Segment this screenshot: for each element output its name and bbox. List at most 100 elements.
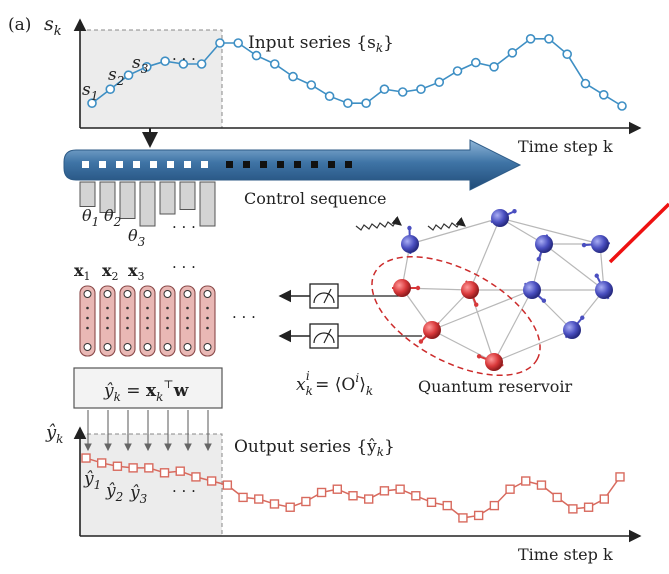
input-series-point — [470, 57, 481, 68]
output-x-label: Time step k — [518, 545, 613, 564]
output-series-point — [583, 502, 594, 512]
reservoir-nodes — [392, 209, 613, 371]
reservoir-edge — [493, 329, 573, 363]
output-series-point — [97, 458, 107, 468]
input-series-point — [416, 84, 426, 94]
quantum-reservoir: Quantum reservoir — [355, 209, 613, 396]
output-series-point — [426, 497, 437, 508]
control-dot-active — [82, 161, 89, 168]
output-point-label-1: ŷ1 — [83, 469, 101, 492]
output-series-point — [301, 496, 311, 507]
input-series-point — [196, 59, 207, 69]
output-series-point — [348, 491, 358, 501]
input-series-point — [160, 56, 170, 67]
control-bar — [159, 181, 176, 215]
feature-vector-column — [119, 285, 136, 357]
input-series-point — [379, 84, 390, 94]
theta-label-3: θ3 — [128, 226, 146, 249]
input-series-point — [361, 98, 371, 108]
output-series-point — [175, 466, 185, 476]
output-point-label-3: ŷ3 — [129, 483, 148, 506]
output-series-point — [458, 513, 468, 523]
input-series-point — [397, 87, 408, 97]
output-series-point — [206, 476, 217, 486]
qubit-red — [418, 321, 441, 344]
input-series-point — [306, 80, 317, 90]
output-series-title: Output series {ŷk} — [234, 437, 395, 459]
measurement-2 — [278, 323, 422, 349]
output-series-point — [144, 463, 154, 473]
output-series-point — [568, 504, 578, 514]
control-bar — [199, 181, 216, 227]
control-dot-pending — [226, 161, 233, 168]
control-dot-active — [116, 161, 123, 168]
reservoir-edge — [493, 289, 533, 363]
feature-vector-column — [199, 285, 216, 357]
output-chart: ŷk Output series {ŷk} Time step k ŷ1 ŷ2 … — [45, 410, 642, 564]
theta-label-1: θ1 — [82, 206, 99, 229]
input-y-label: sk — [44, 13, 62, 39]
qubit-blue — [523, 281, 547, 303]
input-series-point — [434, 77, 445, 87]
control-dot-pending — [260, 161, 267, 168]
output-series-point — [222, 480, 233, 490]
output-series-point — [536, 480, 547, 490]
output-series-point — [285, 502, 295, 512]
input-series-point — [178, 59, 189, 69]
feature-vector-column — [159, 285, 176, 357]
output-series-point — [489, 500, 500, 511]
input-series — [87, 33, 627, 111]
measure-ellipsis: · · · — [232, 308, 256, 326]
output-series-point — [505, 484, 515, 494]
feature-vectors — [79, 285, 216, 357]
input-series-point — [562, 49, 572, 60]
reservoir-label: Quantum reservoir — [418, 377, 572, 396]
control-label: Control sequence — [244, 189, 387, 208]
vector-label-2: x2 — [102, 261, 119, 283]
control-dot-active — [201, 161, 208, 168]
input-series-point — [507, 47, 518, 58]
reservoir-edge — [469, 289, 495, 363]
reservoir-edge — [543, 243, 605, 291]
readout-region — [371, 255, 541, 377]
input-point-label-1: s1 — [82, 80, 98, 103]
output-series-point — [191, 472, 201, 482]
output-series-point — [521, 476, 531, 486]
control-dot-pending — [345, 161, 352, 168]
drive-wave-2 — [427, 217, 466, 231]
red-pointer-line — [608, 202, 669, 264]
control-bars — [79, 181, 216, 227]
output-series-point — [395, 484, 405, 494]
qubit-blue — [490, 209, 517, 227]
qubit-red — [461, 280, 479, 307]
qubit-blue — [594, 273, 613, 300]
equation: ŷk = xk⊤w — [103, 378, 189, 404]
control-arrow-body — [63, 139, 522, 191]
output-point-label-2: ŷ2 — [105, 481, 123, 504]
output-series-point — [332, 484, 342, 494]
vector-label-1: x1 — [74, 261, 91, 283]
input-series-point — [580, 78, 591, 89]
control-ellipsis: · · · — [172, 218, 196, 236]
control-dot-pending — [243, 161, 250, 168]
input-series-point — [288, 71, 298, 82]
output-series-point — [159, 468, 170, 478]
input-series-point — [525, 33, 536, 44]
input-series-point — [215, 38, 225, 48]
output-series-point — [112, 461, 123, 471]
measurement-1 — [278, 283, 402, 309]
input-series-point — [343, 98, 353, 108]
control-dot-active — [167, 161, 174, 168]
output-window-box — [79, 433, 223, 537]
output-ellipsis: · · · — [172, 482, 196, 500]
equation-box — [73, 367, 223, 409]
qubit-red — [392, 279, 421, 297]
control-bar — [139, 181, 156, 227]
control-bar — [119, 181, 136, 219]
readout: x1 x2 x3 · · · ŷk = xk⊤w · · · xki = ⟨Oi… — [73, 258, 422, 409]
output-series — [81, 453, 625, 523]
output-series-point — [552, 492, 562, 503]
output-series-point — [379, 486, 390, 496]
input-chart: (a) sk Input series {sk} Time step k s1 … — [8, 13, 642, 156]
drive-wave-1 — [355, 216, 402, 231]
